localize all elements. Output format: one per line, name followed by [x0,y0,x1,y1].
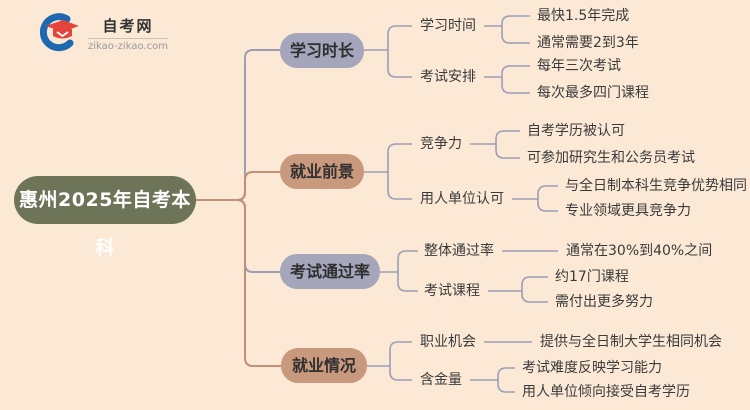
leaf-label: 自考学历被认可 [527,123,625,139]
branch-node-employment-prospects: 就业前景 [280,154,364,189]
leaf-label: 通常在30%到40%之间 [566,243,713,259]
leaf-label: 专业领域更具竞争力 [565,203,691,219]
subtopic-label: 用人单位认可 [420,191,504,207]
subtopic-label: 学习时间 [420,18,476,34]
subtopic-label: 整体通过率 [424,243,494,259]
leaf-label: 可参加研究生和公务员考试 [527,150,695,166]
site-url: zikao-zikao.com [88,40,168,52]
leaf-label: 需付出更多努力 [555,294,653,310]
subtopic-label: 含金量 [420,372,462,388]
leaf-label: 最快1.5年完成 [537,8,630,24]
branch-node-study-duration: 学习时长 [280,33,364,68]
leaf-label: 与全日制本科生竞争优势相同 [565,178,747,194]
subtopic-label: 考试课程 [424,283,480,299]
subtopic-label: 考试安排 [420,69,476,85]
leaf-label: 考试难度反映学习能力 [522,360,662,376]
leaf-label: 每次最多四门课程 [537,85,649,101]
leaf-label: 用人单位倾向接受自考学历 [522,384,690,400]
branch-node-employment-situation: 就业情况 [281,348,367,383]
site-logo: 自考网 zikao-zikao.com [36,12,168,54]
branch-node-pass-rate: 考试通过率 [280,254,380,289]
leaf-label: 提供与全日制大学生相同机会 [540,334,722,350]
site-logo-text: 自考网 zikao-zikao.com [88,15,168,52]
leaf-label: 约17门课程 [555,269,629,285]
leaf-label: 通常需要2到3年 [537,35,639,51]
graduation-cap-icon [39,13,79,52]
leaf-label: 每年三次考试 [537,58,621,74]
root-node: 惠州2025年自考本科 [14,176,196,259]
site-name: 自考网 [88,15,168,39]
subtopic-label: 竞争力 [420,136,462,152]
subtopic-label: 职业机会 [420,334,476,350]
